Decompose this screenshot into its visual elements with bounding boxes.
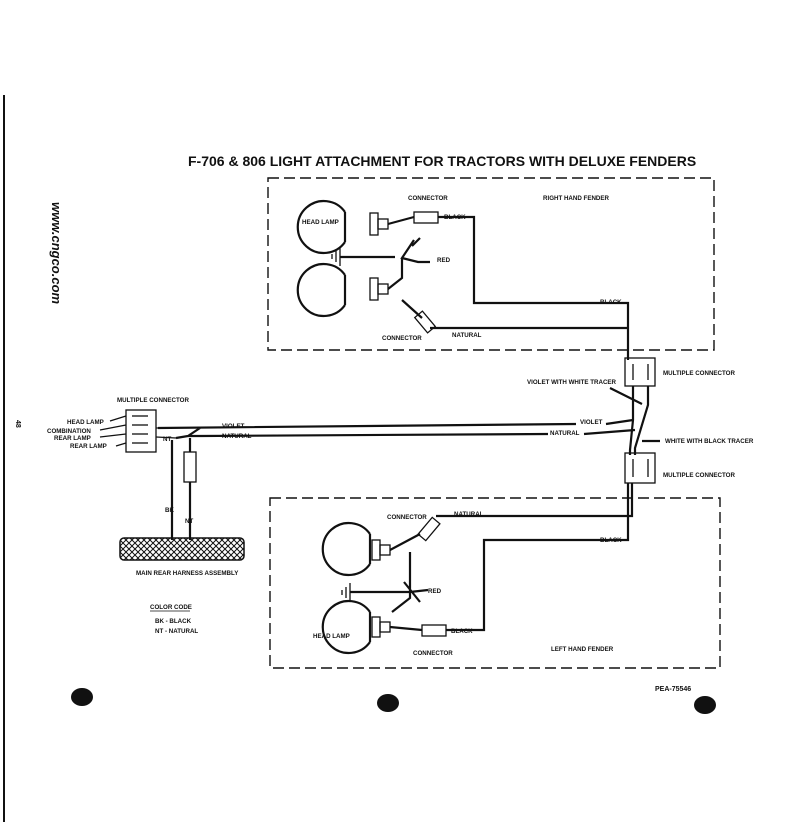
left-connector-top (417, 516, 441, 542)
left-multiple-connector (125, 409, 157, 453)
right-upper-head-lamp (296, 199, 389, 255)
left-natural-label: NATURAL (454, 511, 484, 518)
part-number: PEA-75546 (655, 686, 691, 693)
violet-white-tracer-label: VIOLET WITH WHITE TRACER (527, 379, 617, 386)
left-connector-top-label: CONNECTOR (387, 514, 427, 521)
right-connector-top (413, 211, 439, 224)
color-code-title: COLOR CODE (150, 604, 192, 611)
left-head-lamp-label: HEAD LAMP (67, 419, 104, 426)
right-fender-wires (387, 215, 630, 360)
lower-multiple-connector-label: MULTIPLE CONNECTOR (663, 472, 735, 479)
left-connector-leads (99, 415, 177, 447)
left-connector-bottom (421, 624, 447, 637)
right-connector-bottom-label: CONNECTOR (382, 335, 422, 342)
side-url: www.cngco.com (49, 202, 64, 305)
harness-name-label: MAIN REAR HARNESS ASSEMBLY (136, 570, 239, 577)
white-black-tracer-label: WHITE WITH BLACK TRACER (665, 438, 754, 445)
upper-multiple-connector (624, 357, 656, 387)
page-number: 48 (14, 420, 21, 428)
hole-punch-center (377, 694, 399, 712)
upper-multiple-connector-label: MULTIPLE CONNECTOR (663, 370, 735, 377)
left-lower-head-lamp (321, 599, 391, 655)
nt2-label: NT (185, 518, 193, 525)
main-rear-harness (119, 537, 245, 561)
left-connector-bottom-label: CONNECTOR (413, 650, 453, 657)
center-crossing-wires (609, 386, 660, 455)
color-code-bk: BK - BLACK (155, 618, 192, 625)
nt-label: NT (163, 436, 171, 443)
left-head-lamp-label-fender: HEAD LAMP (313, 633, 350, 640)
right-lower-head-lamp (296, 262, 389, 318)
right-fender-box (267, 177, 715, 351)
color-code-nt: NT - NATURAL (155, 628, 198, 635)
hole-punch-left (71, 688, 93, 706)
lower-multiple-connector (624, 452, 656, 484)
left-rear-lamp-label: REAR LAMP (54, 435, 91, 442)
right-connector-top-label: CONNECTOR (408, 195, 448, 202)
violet-right-label: VIOLET (580, 419, 603, 426)
harness-wires (157, 418, 636, 440)
right-red-label: RED (437, 257, 451, 264)
left-rear-lamp2-label: REAR LAMP (70, 443, 107, 450)
diagram-title: F-706 & 806 LIGHT ATTACHMENT FOR TRACTOR… (188, 153, 696, 169)
right-natural-label: NATURAL (452, 332, 482, 339)
left-ground-symbol (341, 583, 410, 602)
left-upper-head-lamp (321, 521, 391, 577)
natural-right-label: NATURAL (550, 430, 580, 437)
right-ground-symbol (331, 247, 395, 266)
right-head-lamp-label: HEAD LAMP (302, 219, 339, 226)
left-fender-wires (389, 483, 634, 632)
bk-label: BK (165, 507, 174, 514)
right-fender-title: RIGHT HAND FENDER (543, 195, 610, 202)
left-combination-label: COMBINATION (47, 428, 91, 435)
hole-punch-right (694, 696, 716, 714)
left-fender-box (269, 497, 721, 669)
left-multiple-connector-label: MULTIPLE CONNECTOR (117, 397, 189, 404)
left-fender-title: LEFT HAND FENDER (551, 646, 614, 653)
left-black-label: BLACK (451, 628, 473, 635)
left-red-label: RED (428, 588, 442, 595)
harness-drop-connector (170, 438, 197, 540)
